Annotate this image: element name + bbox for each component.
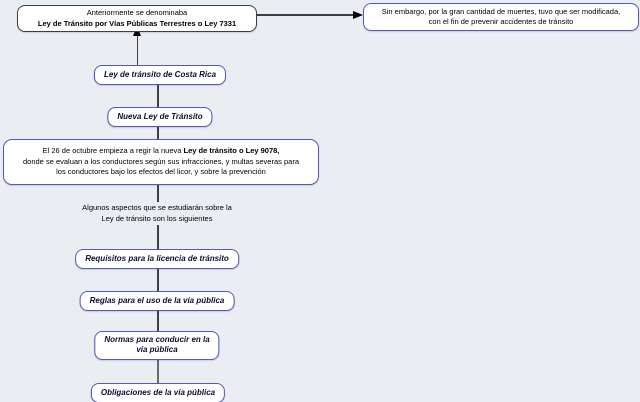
connector-root-to-former-law bbox=[136, 31, 138, 68]
new-law-label: Nueva Ley de Tránsito bbox=[117, 112, 203, 121]
requisitos-label: Requisitos para la licencia de tránsito bbox=[85, 254, 229, 263]
connector-former-to-modified bbox=[255, 14, 354, 16]
node-law-9078[interactable]: El 26 de octubre empieza a regir la nuev… bbox=[3, 139, 319, 185]
obligaciones-label: Obligaciones de la vía pública bbox=[100, 388, 216, 397]
node-normas[interactable]: Normas para conducir en la vía pública bbox=[94, 331, 220, 360]
connector-normas-to-obligaciones bbox=[157, 356, 159, 386]
connector-note-to-requisitos bbox=[157, 225, 159, 252]
aspects-note: Algunos aspectos que se estudiarán sobre… bbox=[82, 203, 232, 224]
node-root[interactable]: Ley de tránsito de Costa Rica bbox=[93, 65, 227, 86]
modified-law-line2: con el fin de prevenir accidentes de trá… bbox=[428, 17, 574, 26]
connector-law9078-to-note bbox=[157, 185, 159, 202]
aspects-note-line2: Ley de tránsito son los siguientes bbox=[101, 213, 213, 223]
law-9078-line1: El 26 de octubre empieza a regir la nuev… bbox=[42, 146, 280, 156]
modified-law-line1: Sin embargo, por la gran cantidad de mue… bbox=[381, 6, 621, 16]
connector-reglas-to-normas bbox=[157, 306, 159, 334]
node-obligaciones[interactable]: Obligaciones de la vía pública bbox=[90, 383, 226, 402]
aspects-note-line1: Algunos aspectos que se estudiarán sobre… bbox=[82, 203, 232, 212]
law-9078-line3: los conductores bajo los efectos del lic… bbox=[56, 167, 266, 177]
node-requisitos[interactable]: Requisitos para la licencia de tránsito bbox=[75, 249, 239, 270]
law-9078-line2: donde se evaluan a los conductores según… bbox=[23, 156, 299, 166]
node-new-law[interactable]: Nueva Ley de Tránsito bbox=[107, 107, 213, 128]
connector-root-to-newlaw bbox=[157, 80, 159, 111]
node-former-law[interactable]: Anteriormente se denominaba Ley de Tráns… bbox=[17, 5, 257, 32]
former-law-line2: Ley de Tránsito por Vías Públicas Terres… bbox=[37, 18, 237, 28]
root-label: Ley de tránsito de Costa Rica bbox=[103, 70, 217, 79]
connector-newlaw-to-law9078 bbox=[157, 122, 159, 143]
reglas-label: Reglas para el uso de la vía pública bbox=[89, 296, 225, 305]
node-modified-law[interactable]: Sin embargo, por la gran cantidad de mue… bbox=[363, 3, 639, 31]
arrowhead-right-icon bbox=[353, 10, 363, 19]
connector-requisitos-to-reglas bbox=[157, 265, 159, 294]
node-reglas[interactable]: Reglas para el uso de la vía pública bbox=[79, 291, 235, 312]
former-law-line1: Anteriormente se denominaba bbox=[86, 8, 188, 17]
normas-label: Normas para conducir en la vía pública bbox=[104, 335, 210, 355]
